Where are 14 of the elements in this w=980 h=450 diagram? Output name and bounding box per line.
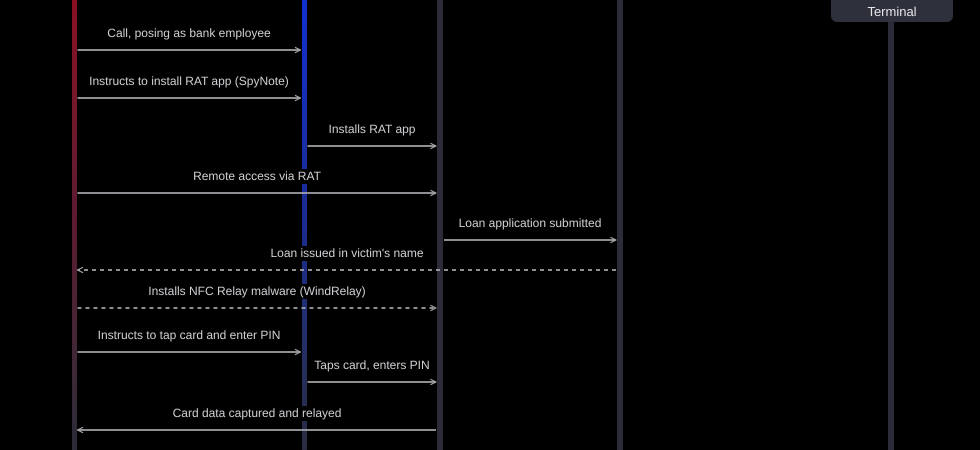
arrow	[78, 94, 302, 102]
lifeline	[617, 0, 623, 450]
arrow	[78, 46, 302, 54]
lifeline	[437, 0, 443, 450]
arrow	[308, 378, 437, 386]
arrow	[444, 236, 617, 244]
arrow	[76, 426, 436, 434]
arrow	[308, 142, 437, 150]
arrow	[78, 348, 302, 356]
lifeline	[72, 0, 76, 450]
dashed-arrow	[76, 266, 616, 274]
participant-box: Terminal	[831, 0, 953, 22]
arrow	[78, 190, 437, 196]
dashed-arrow	[78, 304, 437, 312]
